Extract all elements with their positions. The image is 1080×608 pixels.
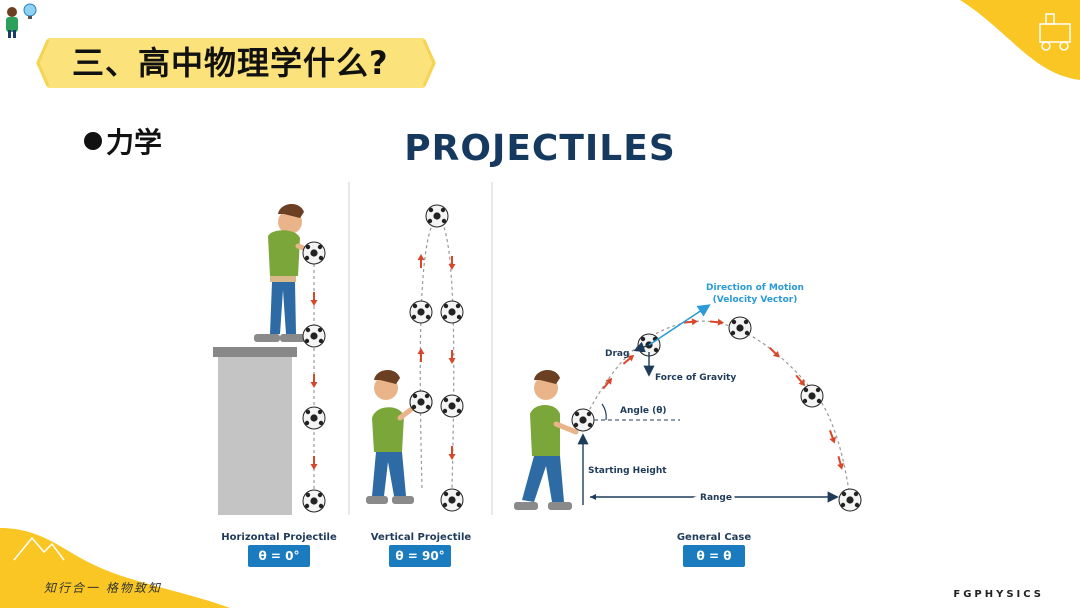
airplane-icon <box>955 11 980 30</box>
teacher-icon <box>6 3 37 38</box>
caption-vertical: Vertical Projectile <box>370 532 472 543</box>
drag-arrow <box>633 341 650 353</box>
person-figure <box>514 369 579 510</box>
caption-horizontal: Horizontal Projectile <box>221 532 337 543</box>
train-icon <box>1039 13 1071 51</box>
velocity-arrow <box>682 316 700 328</box>
velocity-arrow <box>309 373 319 389</box>
panel-general: Direction of Motion (Velocity Vector) Dr… <box>514 283 862 512</box>
footer-brand: FGPHYSICS <box>953 589 1044 600</box>
velocity-arrow <box>309 455 319 471</box>
angle-label: Angle (θ) <box>620 406 667 416</box>
panel-vertical <box>366 204 464 512</box>
angle-badge-general: θ = θ <box>683 545 745 567</box>
velocity-arrow <box>416 347 426 363</box>
soccer-ball-icon <box>728 316 752 340</box>
bullet-label: 力学 <box>106 126 163 159</box>
corner-decoration-bottom-left <box>0 528 230 608</box>
mountain-icon <box>13 536 65 561</box>
caption-general: General Case <box>676 532 752 543</box>
soccer-ball-icon <box>800 384 824 408</box>
figure-title: PROJECTILES <box>404 128 676 169</box>
direction-label: Direction of Motion <box>706 283 804 293</box>
velocity-arrow <box>834 454 847 472</box>
bulb-icon <box>23 3 37 19</box>
velocity-arrow <box>309 291 319 307</box>
angle-arc <box>601 403 607 421</box>
range-label: Range <box>700 493 732 503</box>
velocity-arrow <box>447 445 457 461</box>
person-figure <box>366 369 421 504</box>
soccer-ball-icon <box>302 241 326 265</box>
velocity-vector-arrow <box>648 304 711 346</box>
panel-horizontal <box>213 203 326 515</box>
soccer-ball-icon <box>302 489 326 513</box>
projectiles-illustration: Direction of Motion (Velocity Vector) Dr… <box>213 182 862 515</box>
soccer-ball-icon <box>571 408 595 432</box>
bullet-item: 力学 <box>84 124 162 162</box>
angle-badge-vertical: θ = 90° <box>389 545 451 567</box>
soccer-ball-icon <box>425 204 449 228</box>
velocity-arrow <box>447 349 457 365</box>
soccer-ball-icon <box>409 390 433 414</box>
corner-decoration-top-right <box>955 0 1080 80</box>
page-title: 三、高中物理学什么? <box>72 44 389 82</box>
gravity-label: Force of Gravity <box>655 373 736 383</box>
person-figure <box>254 203 317 342</box>
velocity-arrow <box>792 372 809 390</box>
soccer-ball-icon <box>302 406 326 430</box>
soccer-ball-icon <box>409 300 433 324</box>
soccer-ball-icon <box>302 324 326 348</box>
soccer-ball-icon <box>440 394 464 418</box>
soccer-ball-icon <box>440 488 464 512</box>
soccer-ball-icon <box>838 488 862 512</box>
motto-text: 知行合一 格物致知 <box>44 581 162 595</box>
heading-banner <box>36 38 436 88</box>
velocity-arrow <box>708 316 726 328</box>
soccer-ball-icon <box>440 300 464 324</box>
drag-label: Drag <box>605 349 629 359</box>
velocity-label: (Velocity Vector) <box>713 295 798 305</box>
bullet-dot <box>84 132 102 150</box>
angle-badge-horizontal: θ = 0° <box>248 545 310 567</box>
starting-height-label: Starting Height <box>588 466 667 476</box>
